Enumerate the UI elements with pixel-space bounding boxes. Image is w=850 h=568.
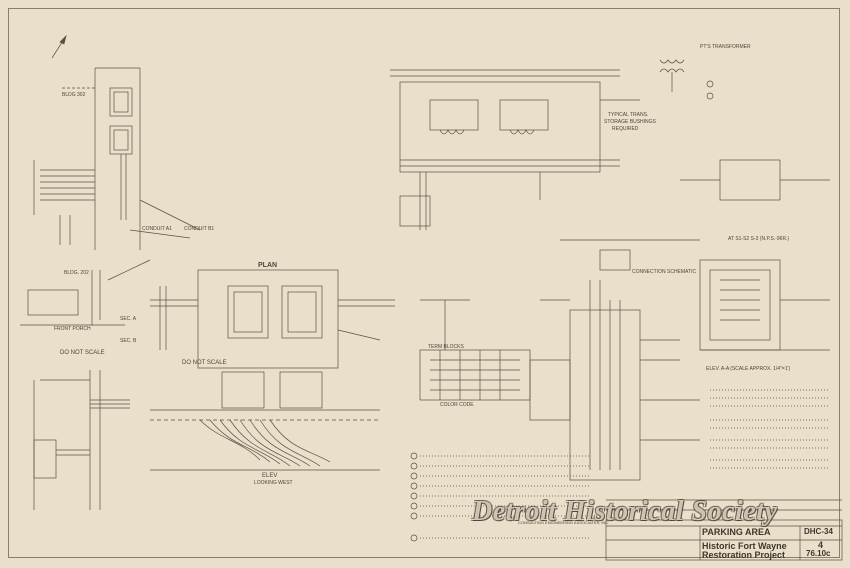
elev-label: ELEV [262, 473, 278, 479]
project-line-1: Historic Fort Wayne [702, 541, 787, 551]
storage-bushings-label: STORAGE BUSHINGS [604, 119, 656, 125]
bldg-302-label: BLDG 302 [62, 92, 86, 98]
plan-view [150, 269, 395, 369]
connection-schematic-label: CONNECTION SCHEMATIC [632, 269, 697, 275]
front-porch-label: FRONT PORCH [54, 326, 91, 332]
project-line-2: Restoration Project [702, 550, 786, 560]
right-notes [710, 389, 830, 469]
conduit-a-label: CONDUIT A1 [142, 226, 172, 232]
pts-transformer-label: PT'S TRANSFORMER [700, 44, 751, 50]
color-code-label: COLOR CODE [440, 402, 474, 408]
sec-b-label: SEC. B [120, 338, 137, 344]
watermark: Detroit Historical Society [472, 496, 778, 527]
security-control-room [20, 259, 151, 326]
general-notes [410, 452, 590, 542]
do-not-scale-label-2: DO NOT SCALE [60, 350, 105, 356]
transformer-schematic [390, 69, 640, 230]
terminal-blocks [419, 299, 571, 421]
typical-trans-label: TYPICAL TRANS. [608, 112, 649, 118]
bldg-202-label: BLDG. 202 [64, 270, 89, 276]
plan-label: PLAN [258, 262, 278, 269]
at-s1-label: AT S1-S2 S-3 (N.P.S.-96R.) [728, 236, 790, 242]
engineer-label: CONSULTING ENGINEERING ASSOCIATES, INC. [518, 520, 610, 525]
sheet-number: 4 [818, 540, 824, 550]
drawing-number: DHC-34 [804, 527, 833, 536]
conduit-b-label: CONDUIT B1 [184, 226, 215, 232]
bldg-302-plan [33, 67, 201, 250]
do-not-scale-detail [33, 370, 130, 510]
required-label: REQUIRED [612, 126, 639, 132]
title-block-frame [605, 499, 843, 561]
term-blocks-label: TERM BLOCKS [428, 344, 464, 350]
elev-sub-label: LOOKING WEST [254, 480, 293, 486]
sheet-border [8, 8, 840, 558]
control-wiring-schematic [540, 239, 700, 481]
do-not-scale-label-1: DO NOT SCALE [182, 360, 227, 366]
elevation-looking-west [150, 371, 380, 471]
drawing-title: PARKING AREA [702, 527, 771, 537]
revision-number: 76.10c [806, 549, 831, 558]
cabinet-elevation [680, 159, 830, 351]
pts-transformer-legend [659, 59, 714, 100]
elev-aa-label: ELEV. A-A (SCALE APPROX. 1/4"=1') [706, 366, 791, 372]
sec-a-label: SEC. A [120, 316, 137, 322]
